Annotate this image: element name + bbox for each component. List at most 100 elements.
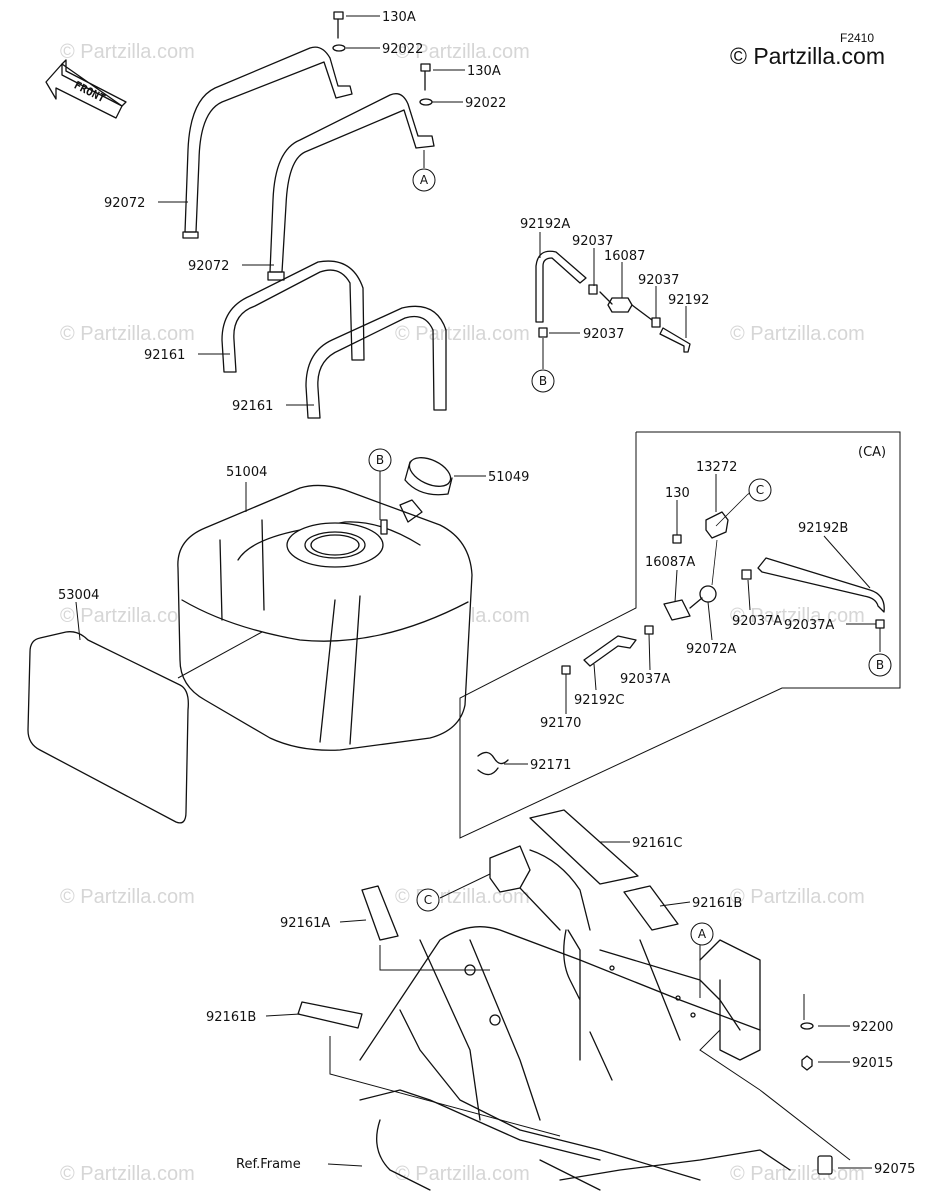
watermark: © Partzilla.com (60, 886, 195, 908)
callout-C: C (416, 888, 440, 912)
hose-92192C (583, 635, 637, 667)
strap-92161-upper (221, 260, 365, 373)
fuel-filter-16087 (607, 297, 633, 313)
bolt-130A-lower (419, 63, 433, 106)
grommet-92075 (817, 1155, 833, 1175)
watermark: © Partzilla.com (730, 886, 865, 908)
watermark: © Partzilla.com (395, 1163, 530, 1185)
callout-B: B (531, 369, 555, 393)
part-label: 13272 (696, 460, 737, 475)
watermark: © Partzilla.com (730, 323, 865, 345)
part-label: 16087A (645, 555, 695, 570)
watermark: © Partzilla.com (60, 605, 195, 627)
front-arrow-icon: FRONT (45, 59, 127, 119)
frame-assembly (297, 809, 791, 1191)
svg-text:A: A (420, 173, 429, 187)
clamp-92072A (699, 585, 717, 603)
svg-text:C: C (424, 893, 432, 907)
clip-92171 (477, 751, 509, 776)
part-label: 92037A (620, 672, 670, 687)
part-label: 92192 (668, 293, 709, 308)
clamp-92170 (561, 665, 571, 675)
part-label: 92200 (852, 1020, 893, 1035)
part-label: 16087 (604, 249, 645, 264)
fuel-tank-51004 (177, 484, 473, 751)
part-label: 92072 (188, 259, 229, 274)
watermark: © Partzilla.com (60, 323, 195, 345)
watermark: © Partzilla.com (730, 605, 865, 627)
part-label: 92037 (638, 273, 679, 288)
watermark: © Partzilla.com (730, 1163, 865, 1185)
section-label: (CA) (858, 445, 886, 460)
part-label: 51049 (488, 470, 529, 485)
svg-text:A: A (698, 927, 707, 941)
part-label: 92192B (798, 521, 848, 536)
fuel-filter-16087A (663, 599, 691, 621)
ca-section-border (459, 431, 901, 839)
svg-text:B: B (876, 658, 884, 672)
watermark: © Partzilla.com (395, 323, 530, 345)
part-label: 130A (467, 64, 501, 79)
part-label: 92037 (583, 327, 624, 342)
bolt-130A-upper (332, 11, 346, 52)
part-label: 92022 (465, 96, 506, 111)
part-label: 92037 (572, 234, 613, 249)
part-label: 92037A (732, 614, 782, 629)
part-label: 92192A (520, 217, 570, 232)
part-label: 92022 (382, 42, 423, 57)
callout-C: C (748, 478, 772, 502)
part-label: 92161A (280, 916, 330, 931)
part-label: 92170 (540, 716, 581, 731)
part-label: 92161 (144, 348, 185, 363)
part-label: 92015 (852, 1056, 893, 1071)
callout-A: A (690, 922, 714, 946)
pad-92161A (361, 885, 399, 941)
washer-92200 (800, 1022, 814, 1030)
fuel-cap-51049 (404, 457, 453, 496)
strap-92072-upper (184, 46, 353, 233)
pad-92161B-upper (623, 885, 679, 931)
part-label: 92161 (232, 399, 273, 414)
svg-text:B: B (376, 453, 384, 467)
pad-92161C (529, 809, 639, 885)
callout-A: A (412, 168, 436, 192)
part-label: 53004 (58, 588, 99, 603)
part-label: 92161C (632, 836, 682, 851)
part-label: 130A (382, 10, 416, 25)
part-label: Ref.Frame (236, 1157, 301, 1172)
part-label: 92171 (530, 758, 571, 773)
watermark: © Partzilla.com (395, 41, 530, 63)
diagram-code: F2410 (840, 31, 874, 45)
pad-92161B-lower (297, 1001, 363, 1029)
part-labels: 130A 92022 130A 92022 92072 92072 92161 … (58, 10, 915, 1177)
part-label: 92075 (874, 1162, 915, 1177)
clamp-92037A (875, 619, 885, 629)
part-label: 92192C (574, 693, 624, 708)
leader-lines (75, 15, 881, 1169)
svg-text:B: B (539, 374, 547, 388)
clamp-92037 (588, 284, 598, 295)
part-label: 92161B (692, 896, 742, 911)
part-label: 92037A (784, 618, 834, 633)
svg-text:C: C (756, 483, 764, 497)
callout-B: B (868, 653, 892, 677)
part-label: 92072 (104, 196, 145, 211)
strap-92161-lower (305, 305, 447, 419)
clamp-92037 (651, 317, 661, 328)
pad-53004 (27, 631, 189, 824)
watermark: © Partzilla.com (60, 41, 195, 63)
part-label: 51004 (226, 465, 267, 480)
hose-92192A (535, 250, 587, 323)
bolt-130 (672, 534, 682, 544)
part-label: 130 (665, 486, 690, 501)
hose-92192B (757, 557, 885, 613)
brand-logo: © Partzilla.com (730, 43, 885, 69)
callout-B: B (368, 448, 392, 472)
clamp-92037A (644, 625, 654, 635)
watermark: © Partzilla.com (60, 1163, 195, 1185)
strap-92072-lower (269, 93, 435, 273)
clamp-92037 (538, 327, 548, 338)
nut-92015 (801, 1055, 813, 1071)
hose-92192 (659, 327, 691, 353)
